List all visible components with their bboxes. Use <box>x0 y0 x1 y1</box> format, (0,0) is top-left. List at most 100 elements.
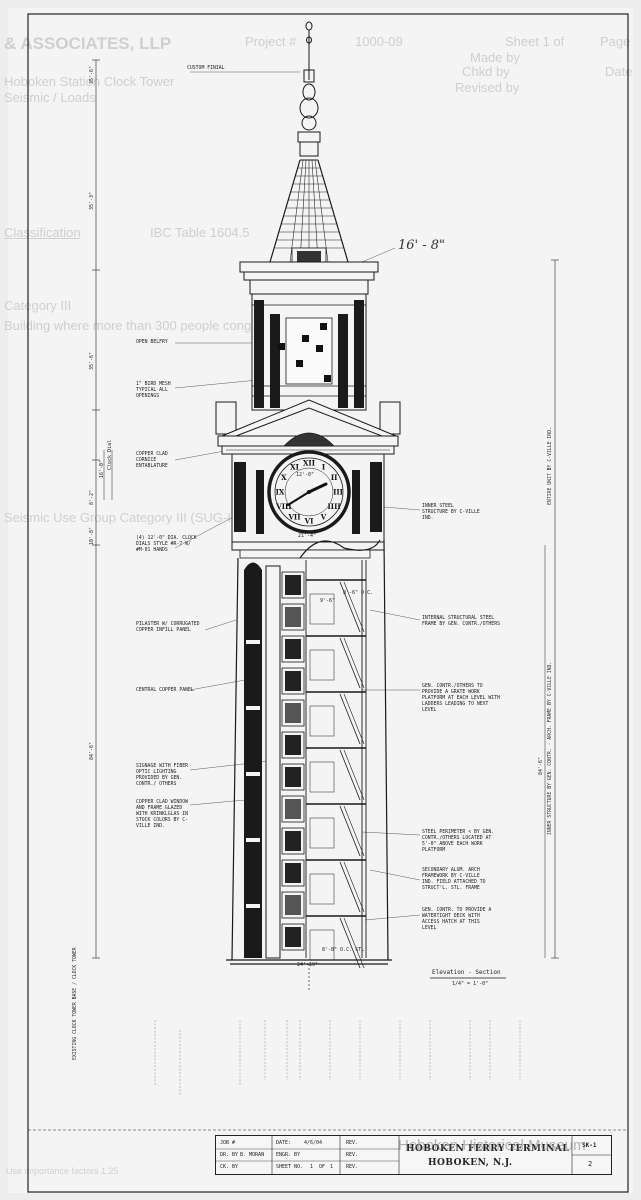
inner-steel-frame <box>305 560 367 958</box>
ghost-classification: Classification <box>4 225 81 240</box>
tower-shaft <box>231 539 389 961</box>
ladder-rail <box>343 861 365 913</box>
elevation-title: Elevation - Section <box>432 969 501 976</box>
signage-letter <box>285 735 301 755</box>
ladder <box>339 861 361 913</box>
ghost-sheet-of: Sheet 1 of <box>505 34 565 49</box>
ladder <box>339 637 361 689</box>
ladder-rail <box>343 805 365 857</box>
dim-10: 8'-6" O.C. <box>343 590 374 596</box>
note-entire-unit: Entire Unit By C-Ville Ind. <box>548 427 553 505</box>
ghost-category: Category III <box>4 298 72 313</box>
ghost-date: Date <box>605 64 633 79</box>
note-grate-platform: Gen. Contr./Others To Provide A Grate Wo… <box>422 684 500 713</box>
dim-2: 35'-3" <box>89 191 95 210</box>
tb-date-val: 4/6/04 <box>304 1140 323 1146</box>
dim-dia: 12'-0" <box>296 472 315 478</box>
ghost-ibc: IBC Table 1604.5 <box>150 225 250 240</box>
spire-shingles <box>275 159 343 263</box>
ghost-line1: Hoboken Station Clock Tower <box>4 74 175 89</box>
note-inner-steel: Inner Steel Structure By C-Ville Ind. <box>422 504 480 521</box>
ghost-firm: & ASSOCIATES, LLP <box>4 34 172 53</box>
dim-11: 24'-10" <box>297 962 319 968</box>
tb-sheet-no: SHEET NO. <box>276 1164 304 1170</box>
dim-6: 10'-8" <box>89 526 95 545</box>
note-signage: Signage With Fiber Optic Lighting Provid… <box>136 764 188 787</box>
dim-7: 84'-6" <box>89 741 95 760</box>
signage-letter <box>285 767 301 787</box>
signage-letter <box>285 671 301 691</box>
belfry-opening <box>285 317 333 385</box>
dim-clock-label: Clock Dial <box>107 439 113 470</box>
note-pilaster: Pilaster W/ Corrugated Copper Infill Pan… <box>136 622 200 633</box>
clock-numeral: IIII <box>328 502 341 511</box>
signage-letter <box>285 831 301 851</box>
ghost-made-by: Made by <box>470 50 520 65</box>
frame-bay <box>309 593 335 625</box>
clock-numeral: II <box>331 473 338 482</box>
ghost-project: Project # <box>245 34 297 49</box>
clock-numeral: VII <box>288 513 301 522</box>
signage-letter <box>285 863 301 883</box>
pediment-ornament <box>283 432 335 447</box>
signage-column <box>281 571 305 951</box>
ladder <box>339 581 361 633</box>
handwritten-dimension: 16' - 8" <box>398 238 446 253</box>
tb-date-label: DATE: <box>276 1140 292 1146</box>
note-alum-arch: Secondary Alum. Arch Framework By C-Vill… <box>422 868 486 891</box>
museum-watermark: Hoboken Historical Museum <box>398 1137 586 1154</box>
tb-engr-by: ENGR. BY <box>276 1152 301 1158</box>
ghost-chkd-by: Chkd by <box>462 64 510 79</box>
dim-13: 84'-6" <box>538 756 544 775</box>
tb-rev3: REV. <box>346 1164 359 1170</box>
note-central-panel: Central Copper Panel <box>136 688 194 693</box>
clock-numeral: XII <box>303 459 315 468</box>
clock-numeral: III <box>333 488 343 497</box>
tb-of: OF <box>319 1164 326 1170</box>
frame-bay <box>309 873 335 905</box>
tb-project: HOBOKEN FERRY TERMINAL <box>406 1144 570 1154</box>
dim-5: 8'-2" <box>89 489 95 505</box>
elevation-scale: 1/4" = 1'-0" <box>452 981 489 987</box>
ghost-line2: Seismic / Loads <box>4 90 96 105</box>
ladder-rail <box>343 749 365 801</box>
tb-dr-by-val: B. MORAN <box>240 1152 265 1158</box>
signage-letter <box>285 639 301 659</box>
signage-letter <box>285 895 301 915</box>
frame-bay <box>309 817 335 849</box>
title-block: JOB # DATE: 4/6/04 REV. DR. BY B. MORAN … <box>215 1135 612 1175</box>
tb-rev2: REV. <box>346 1152 359 1158</box>
note-internal-frame: Internal Structural Steel Frame By Gen. … <box>422 616 500 627</box>
ladder <box>339 749 361 801</box>
central-copper-panel <box>265 565 281 959</box>
tb-location: HOBOKEN, N.J. <box>428 1158 513 1168</box>
ladder-rail <box>343 693 365 745</box>
belfry-mesh-marks <box>278 323 331 382</box>
tb-rev1: REV. <box>346 1140 359 1146</box>
clock-numeral: XI <box>290 462 299 471</box>
tb-sheet-num: 2 <box>588 1160 593 1168</box>
clock-numeral: V <box>320 513 327 522</box>
dim-8: 21'-4" <box>298 533 317 539</box>
note-window: Copper Clad Window And Frame Glazed With… <box>136 800 188 829</box>
drawing-sheet <box>8 8 633 1193</box>
tb-job: JOB # <box>220 1140 236 1146</box>
ghost-seismic-group: Seismic Use Group Category III (SUG-III) <box>4 510 243 525</box>
note-custom-finial: Custom Finial <box>187 66 225 71</box>
ghost-project-num: 1000-09 <box>355 34 403 49</box>
tb-ck-by: CK. BY <box>220 1164 239 1170</box>
frame-bay <box>309 761 335 793</box>
clock-numeral: I <box>322 462 325 471</box>
note-inner-structure: Inner Structure By Gen. Contr. - Arch. F… <box>548 661 553 835</box>
left-pilaster <box>244 562 262 958</box>
clock-numeral: IX <box>276 488 285 497</box>
belfry-columns <box>254 300 364 408</box>
dim-3: 35'-6" <box>89 351 95 370</box>
ladder-rail <box>343 637 365 689</box>
signage-letter <box>285 703 301 723</box>
clock-numeral: VI <box>304 517 314 526</box>
ladder-rail <box>343 581 365 633</box>
signage-letter <box>285 575 301 595</box>
signage-letter <box>285 607 301 627</box>
dim-12: 8'-8" O.C. STL <box>322 947 365 953</box>
